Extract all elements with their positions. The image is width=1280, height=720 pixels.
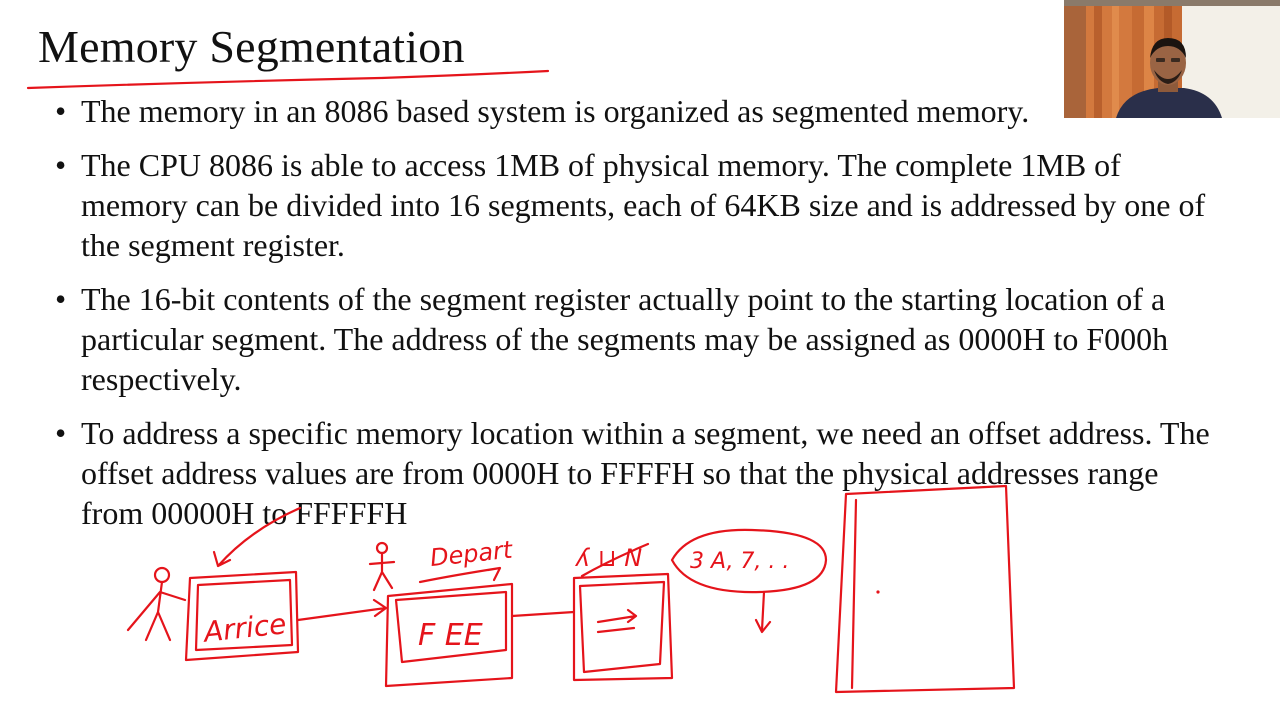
bullet-item: The 16-bit contents of the segment regis… xyxy=(55,279,1220,399)
slide-title: Memory Segmentation xyxy=(38,21,465,72)
box-3-arrows xyxy=(596,608,638,634)
box-3-top-label: ʎ ⊔ N xyxy=(574,544,642,572)
arrow-box2-box3 xyxy=(510,610,576,618)
box-2-label: F EE xyxy=(418,618,483,653)
stick-figure-left-icon xyxy=(126,566,187,642)
bullet-list: The memory in an 8086 based system is or… xyxy=(55,91,1220,533)
arrow-box1-box2 xyxy=(296,598,388,622)
depart-label: Depart xyxy=(429,535,516,572)
bullet-item: To address a specific memory location wi… xyxy=(55,413,1220,533)
box-1 xyxy=(184,570,300,662)
box-1-label: Arrice xyxy=(200,607,288,649)
bullet-item: The memory in an 8086 based system is or… xyxy=(55,91,1220,131)
presenter-webcam xyxy=(1064,0,1280,118)
stick-figure-middle-icon xyxy=(368,541,396,592)
thought-bubble xyxy=(670,528,828,594)
bullet-item: The CPU 8086 is able to access 1MB of ph… xyxy=(55,145,1220,265)
presenter-image xyxy=(1064,0,1280,118)
bubble-label: 3 A, 7, . . xyxy=(690,549,789,574)
box-2 xyxy=(384,582,514,688)
box-3 xyxy=(572,572,674,682)
